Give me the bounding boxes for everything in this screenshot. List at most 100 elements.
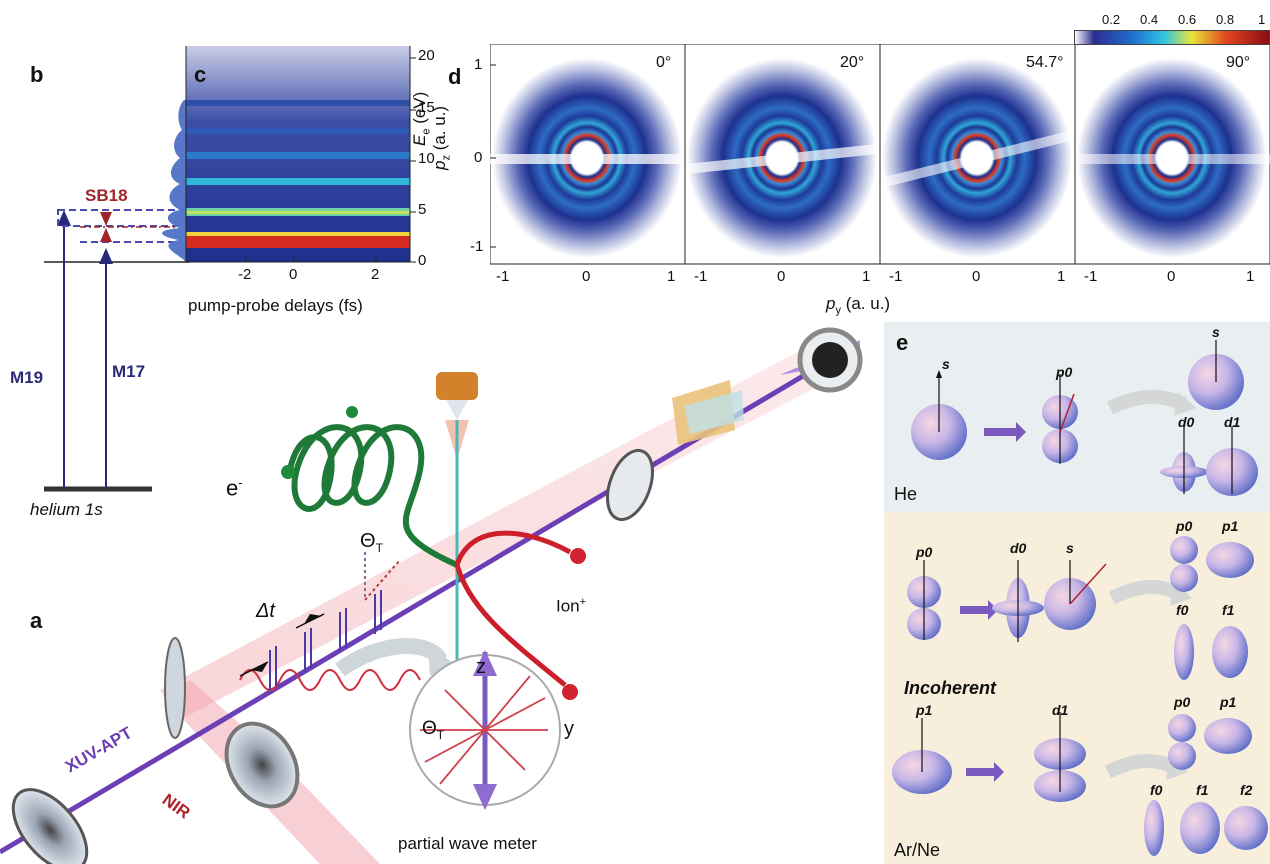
c-xtick-2: 2 [371, 266, 380, 283]
orb-label-he-0: s [942, 356, 950, 372]
d-ylabel-sub: z [440, 155, 453, 161]
orbital-diagram [892, 340, 1268, 856]
purple-arrow-ar2 [966, 762, 1004, 782]
mirror-mid [164, 637, 186, 739]
d-ylabel: pz (a. u.) [430, 106, 452, 170]
nir-beam [160, 340, 830, 720]
orb-label-ar1-2: s [1066, 540, 1074, 556]
orbital-ar-p1-final [1206, 542, 1254, 578]
theta-label-meter-sub: T [436, 727, 445, 742]
mirror-left [11, 788, 89, 864]
orb-label-ar1-5: f0 [1176, 602, 1189, 618]
electron-ball-1 [346, 406, 358, 418]
colorbar-tick-4: 1 [1258, 12, 1266, 27]
theta-label-top-main: Θ [360, 530, 376, 552]
electron-ball-2 [281, 465, 295, 479]
electron-trajectory [287, 424, 459, 568]
energy-level-diagram [44, 209, 190, 492]
d-ytick-0: 1 [474, 56, 483, 73]
meter-label: partial wave meter [398, 834, 537, 853]
incoherent-label: Incoherent [904, 678, 997, 698]
panel-label-e: e [896, 330, 909, 355]
d-xlabel-main: p [826, 294, 836, 313]
sb18-label: SB18 [85, 186, 128, 205]
d-xlabel-sub: y [835, 304, 841, 317]
orb-label-ar2-6: f2 [1240, 782, 1253, 798]
xuv-beam [0, 357, 832, 855]
purple-arrow-ar1 [960, 600, 998, 620]
panel-label-d: d [448, 64, 462, 89]
colorbar-tick-1: 0.4 [1140, 12, 1159, 27]
band-3 [186, 178, 410, 185]
d-xtick-a1: 0 [582, 268, 591, 285]
ion-trajectory-1 [454, 530, 572, 566]
d-xlabel: py (a. u.) [826, 294, 890, 316]
ground-state-label: helium 1s [30, 500, 103, 519]
colorbar-tick-2: 0.6 [1178, 12, 1197, 27]
orbital-ar-p0-final [1170, 536, 1198, 564]
theta-label-top: ΘT [360, 530, 383, 555]
c-ytick-3: 15 [418, 99, 435, 116]
d-xtick-a0: -1 [496, 268, 510, 285]
orbital-ar2-p1 [1204, 718, 1252, 754]
orb-label-ar2-1: d1 [1052, 702, 1069, 718]
orb-label-ar1-0: p0 [916, 544, 933, 560]
orb-label-ar2-0: p1 [916, 702, 933, 718]
spectrogram-plot [162, 46, 416, 263]
c-xlabel: pump-probe delays (fs) [188, 296, 363, 315]
colorbar-tick-0: 0.2 [1102, 12, 1121, 27]
theta-label-meter-main: Θ [422, 718, 437, 739]
angle-label-2: 54.7° [1026, 54, 1064, 71]
d-xtick-b1: 0 [777, 268, 786, 285]
ion-ball-1 [570, 548, 586, 564]
ion-trajectory-2 [454, 564, 567, 687]
delay-label: Δt [256, 600, 275, 622]
c-ytick-1: 5 [418, 201, 427, 218]
d-xtick-d0: -1 [1084, 268, 1098, 285]
d-xtick-b2: 1 [862, 268, 871, 285]
orb-label-he-2: s [1212, 324, 1220, 340]
theta-label-meter: ΘT [422, 718, 444, 742]
band-1 [186, 236, 410, 248]
orbital-ar2-f2 [1224, 806, 1268, 850]
d-xtick-c2: 1 [1057, 268, 1066, 285]
orb-label-ar2-5: f1 [1196, 782, 1209, 798]
ion-label-main: Ion [556, 596, 580, 616]
band-5 [186, 128, 410, 134]
orbital-ar-f1 [1212, 626, 1248, 678]
momentum-maps [490, 44, 1270, 265]
momentum-map-90 [1075, 58, 1270, 258]
orb-label-ar2-2: p0 [1174, 694, 1191, 710]
ion-label-sup: + [579, 596, 587, 608]
d-xtick-c1: 0 [972, 268, 981, 285]
d-ylabel-unit: (a. u.) [430, 105, 449, 156]
gas-nozzle [436, 372, 478, 400]
momentum-map-54 [881, 58, 1074, 258]
orbital-ar2-f0 [1144, 800, 1164, 856]
panel-label-b: b [30, 62, 44, 87]
c-ytick-2: 10 [418, 150, 435, 167]
d-xlabel-unit: (a. u.) [840, 294, 891, 313]
electron-label: e- [226, 475, 243, 501]
d-xtick-c0: -1 [889, 268, 903, 285]
orbital-ar2-f1 [1180, 802, 1220, 854]
orbital-ar2-p0 [1168, 714, 1196, 742]
c-ytick-0: 0 [418, 252, 427, 269]
y-axis-label: y [564, 718, 574, 740]
theta-label-top-sub: T [375, 541, 383, 555]
m19-label: M19 [10, 368, 44, 387]
c-xtick-1: 0 [289, 266, 298, 283]
arne-label: Ar/Ne [894, 840, 941, 860]
purple-arrow-he [984, 422, 1026, 442]
angle-label-1: 20° [840, 54, 865, 71]
electron-label-sup: - [238, 475, 243, 490]
electron-label-main: e [226, 475, 239, 501]
colorbar-graphic [1074, 30, 1270, 45]
ion-label: Ion+ [556, 596, 586, 617]
panel-label-a: a [30, 608, 43, 633]
spectrum-envelope [162, 100, 186, 262]
c-ylabel-unit: (eV) [410, 91, 429, 129]
angle-label-0: 0° [656, 54, 672, 71]
d-ytick-1: 0 [474, 149, 483, 166]
d-ytick-2: -1 [470, 238, 484, 255]
